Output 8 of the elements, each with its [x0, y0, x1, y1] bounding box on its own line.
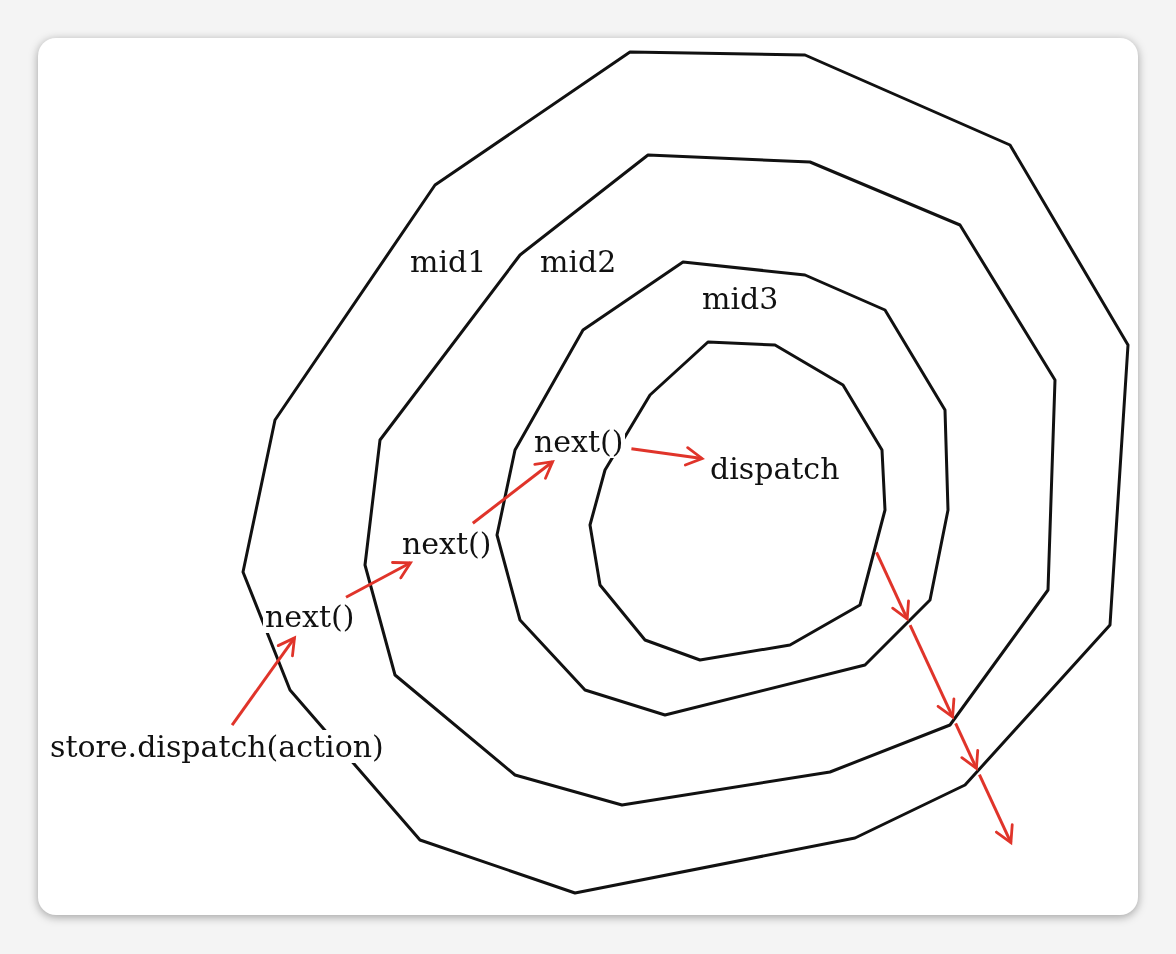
arrow	[345, 561, 412, 599]
arrow	[230, 636, 296, 726]
arrow	[954, 722, 980, 770]
arrow	[631, 446, 704, 467]
arrow	[908, 624, 956, 719]
arrow	[875, 551, 910, 621]
arrow	[978, 773, 1014, 845]
arrow	[471, 460, 554, 525]
